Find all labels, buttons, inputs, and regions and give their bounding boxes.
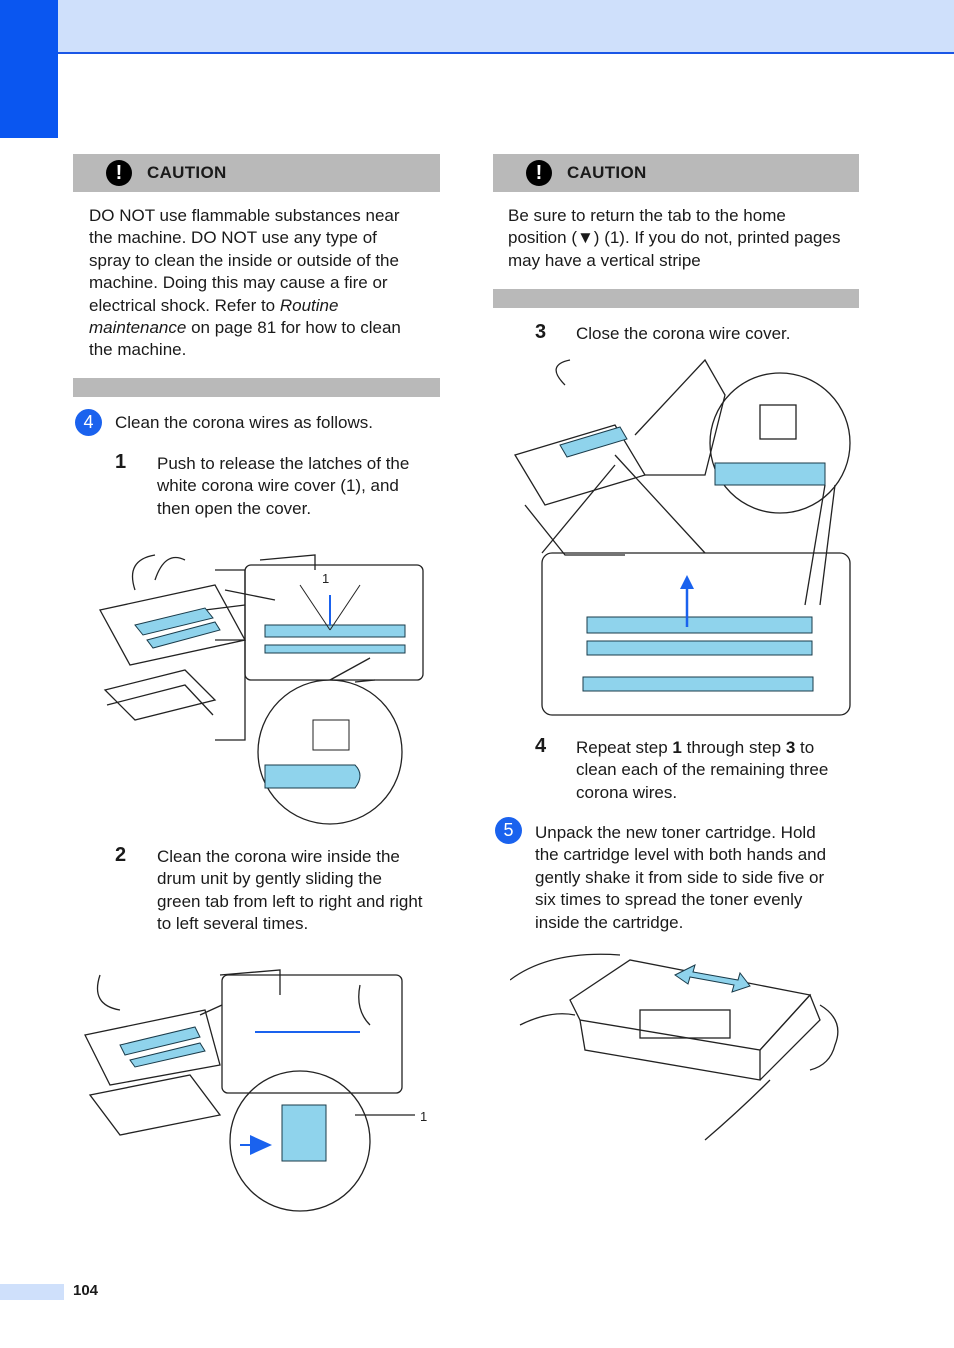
caution-footer-right <box>493 289 859 308</box>
text-line: white corona wire cover (1), and <box>157 476 399 496</box>
caution-line: position (▼) (1). If you do not, printed… <box>508 228 841 248</box>
step-text: Unpack the new toner cartridge. Hold the… <box>535 822 865 934</box>
caution-line: the machine. <box>89 340 187 360</box>
step-ref: 3 <box>785 738 796 757</box>
chapter-tab <box>0 0 58 138</box>
caution-label: CAUTION <box>147 163 227 182</box>
caution-line: DO NOT use flammable substances near <box>89 206 400 225</box>
text-line: Push to release the latches of the <box>157 454 410 473</box>
page-number-bar <box>0 1284 64 1300</box>
text-line: gently shake it from side to side five o… <box>535 867 825 887</box>
illustration-shake-toner <box>510 953 839 1141</box>
figure-open-cover: 1 <box>95 530 435 830</box>
text-line: Unpack the new toner cartridge. Hold <box>535 823 816 842</box>
caution-line: electrical shock. Refer to Routine <box>89 295 439 317</box>
substep-text: Close the corona wire cover. <box>576 324 791 343</box>
illustration-open-cover: 1 <box>99 554 424 825</box>
text-line: drum unit by gently sliding the <box>157 869 382 889</box>
caution-text-right: Be sure to return the tab to the home po… <box>508 205 858 272</box>
text-run: Repeat step <box>576 738 673 757</box>
text-line: Repeat step 1 through step 3 to <box>576 737 861 759</box>
exclamation-icon: ! <box>106 160 132 186</box>
text-run: to <box>795 738 815 757</box>
text-line: the cartridge level with both hands and <box>535 845 827 865</box>
caution-header-left: ! CAUTION <box>73 154 440 192</box>
substep-text: Repeat step 1 through step 3 to clean ea… <box>576 737 861 804</box>
text-run: through step <box>681 738 786 757</box>
step-number-badge: 4 <box>75 409 102 436</box>
text-line: clean each of the remaining three <box>576 760 829 780</box>
figure-shake-toner <box>510 940 850 1145</box>
text-line: Clean the corona wire inside the <box>157 847 400 866</box>
substep-text: Push to release the latches of the white… <box>157 453 409 520</box>
figure-slide-tab: 1 <box>80 955 440 1215</box>
caution-line: the machine. DO NOT use any type of <box>89 228 377 248</box>
caution-line: Be sure to return the tab to the home <box>508 206 786 225</box>
header-bar <box>58 0 954 54</box>
caution-line: may have a vertical stripe <box>508 250 701 270</box>
substep-number: 1 <box>115 451 127 473</box>
step-text: Clean the corona wires as follows. <box>115 413 373 432</box>
reference-link-text: maintenance <box>89 318 187 338</box>
caution-text: on page 81 for how to clean <box>186 318 401 338</box>
substep-number: 4 <box>535 735 547 757</box>
text-line: corona wires. <box>576 782 678 802</box>
caution-line: machine. Doing this may cause a fire or <box>89 273 388 293</box>
reference-link-text: Routine <box>279 295 339 315</box>
illustration-slide-tab: 1 <box>84 969 427 1212</box>
caution-line: maintenance on page 81 for how to clean <box>89 317 439 339</box>
text-line: green tab from left to right and right <box>157 891 423 911</box>
caution-footer-left <box>73 378 440 397</box>
caution-text: electrical shock. Refer to <box>89 295 280 315</box>
caution-text-left: DO NOT use flammable substances near the… <box>89 205 439 362</box>
caution-line: spray to clean the inside or outside of … <box>89 250 399 270</box>
text-line: then open the cover. <box>157 498 312 518</box>
caution-label: CAUTION <box>567 163 647 182</box>
substep-number: 3 <box>535 321 547 343</box>
text-line: inside the cartridge. <box>535 912 684 932</box>
text-line: six times to spread the toner evenly <box>535 890 803 910</box>
illustration-close-cover <box>514 358 851 716</box>
exclamation-icon: ! <box>526 160 552 186</box>
page-number: 104 <box>73 1282 99 1299</box>
text-line: to left several times. <box>157 914 309 934</box>
caution-header-right: ! CAUTION <box>493 154 859 192</box>
step-ref: 1 <box>672 738 682 757</box>
step-number-badge: 5 <box>495 817 522 844</box>
substep-number: 2 <box>115 844 127 866</box>
substep-text: Clean the corona wire inside the drum un… <box>157 846 423 936</box>
callout-number: 1 <box>420 1109 427 1124</box>
callout-number: 1 <box>322 571 329 586</box>
figure-close-cover <box>505 355 855 720</box>
